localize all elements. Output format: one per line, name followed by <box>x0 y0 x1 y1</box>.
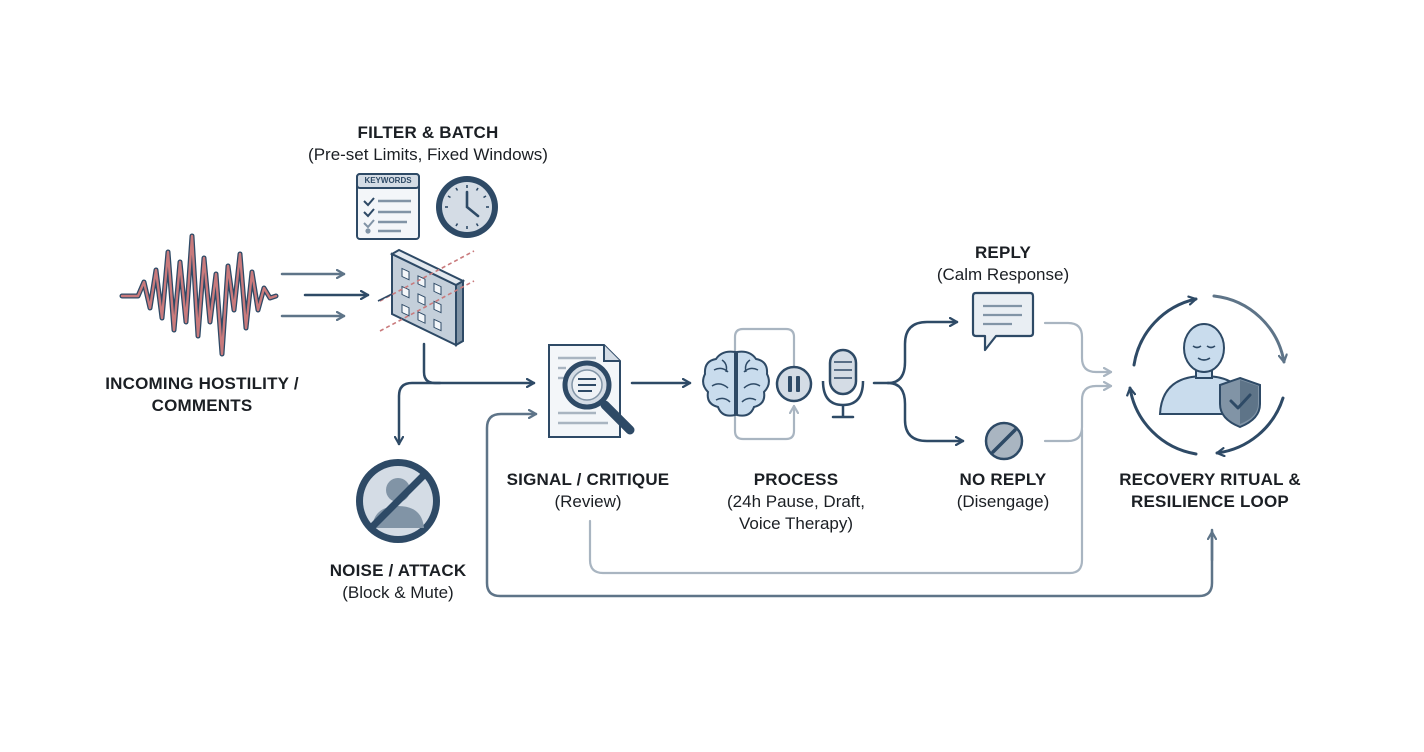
reply-title: REPLY <box>974 243 1032 262</box>
magnifier-document-icon <box>548 344 635 438</box>
reply-label: REPLY (Calm Response) <box>903 242 1103 286</box>
split-to-noreply-arrow <box>886 381 965 441</box>
filter-label: FILTER & BATCH (Pre-set Limits, Fixed Wi… <box>278 122 578 166</box>
reply-subtitle: (Calm Response) <box>936 265 1070 284</box>
resilience-feedback-loop <box>485 414 1214 598</box>
blocked-user-icon <box>356 459 440 543</box>
speech-bubble-icon <box>971 291 1035 352</box>
noreply-to-recovery-arrow <box>1043 386 1113 443</box>
incoming-title-line1: INCOMING HOSTILITY / <box>105 374 299 393</box>
clock-icon <box>436 176 498 238</box>
noreply-title: NO REPLY <box>959 470 1047 489</box>
prohibited-icon <box>984 421 1024 461</box>
noise-label: NOISE / ATTACK (Block & Mute) <box>298 560 498 604</box>
filter-to-signal-arrow <box>422 342 536 383</box>
signal-label: SIGNAL / CRITIQUE (Review) <box>488 469 688 513</box>
process-bracket-return <box>733 404 794 441</box>
signal-title: SIGNAL / CRITIQUE <box>506 470 670 489</box>
filter-title: FILTER & BATCH <box>357 123 499 142</box>
recovery-title-line2: RESILIENCE LOOP <box>1131 492 1289 511</box>
cycle-arrows-icon <box>1130 294 1284 454</box>
noreply-subtitle: (Disengage) <box>956 492 1050 511</box>
microphone-icon <box>821 348 865 419</box>
incoming-label: INCOMING HOSTILITY / COMMENTS <box>88 373 316 417</box>
keywords-checklist-icon <box>356 173 420 240</box>
split-to-reply-arrow <box>886 322 959 385</box>
pause-icon <box>775 365 813 403</box>
noise-subtitle: (Block & Mute) <box>342 583 454 602</box>
signal-review-loop <box>588 428 1084 575</box>
filter-subtitle: (Pre-set Limits, Fixed Windows) <box>308 145 548 164</box>
process-subtitle-line1: (24h Pause, Draft, <box>727 492 865 511</box>
noreply-label: NO REPLY (Disengage) <box>903 469 1103 513</box>
connectors <box>280 274 1214 598</box>
reply-to-recovery-arrow <box>1043 321 1113 372</box>
process-label: PROCESS (24h Pause, Draft, Voice Therapy… <box>696 469 896 535</box>
filter-to-noise-arrow <box>399 381 442 446</box>
process-subtitle-line2: Voice Therapy) <box>738 514 854 533</box>
waveform-icon <box>119 233 279 357</box>
brain-icon <box>702 350 770 417</box>
signal-subtitle: (Review) <box>554 492 622 511</box>
process-title: PROCESS <box>753 470 839 489</box>
keywords-tag: KEYWORDS <box>357 176 419 186</box>
process-bracket <box>733 327 796 367</box>
noise-title: NOISE / ATTACK <box>329 561 467 580</box>
person-shield-icon <box>1158 323 1261 429</box>
incoming-title-line2: COMMENTS <box>151 396 253 415</box>
recovery-title-line1: RECOVERY RITUAL & <box>1119 470 1301 489</box>
filter-screen-icon <box>377 248 475 347</box>
keywords-tag-text: KEYWORDS <box>364 176 412 185</box>
recovery-label: RECOVERY RITUAL & RESILIENCE LOOP <box>1090 469 1330 513</box>
